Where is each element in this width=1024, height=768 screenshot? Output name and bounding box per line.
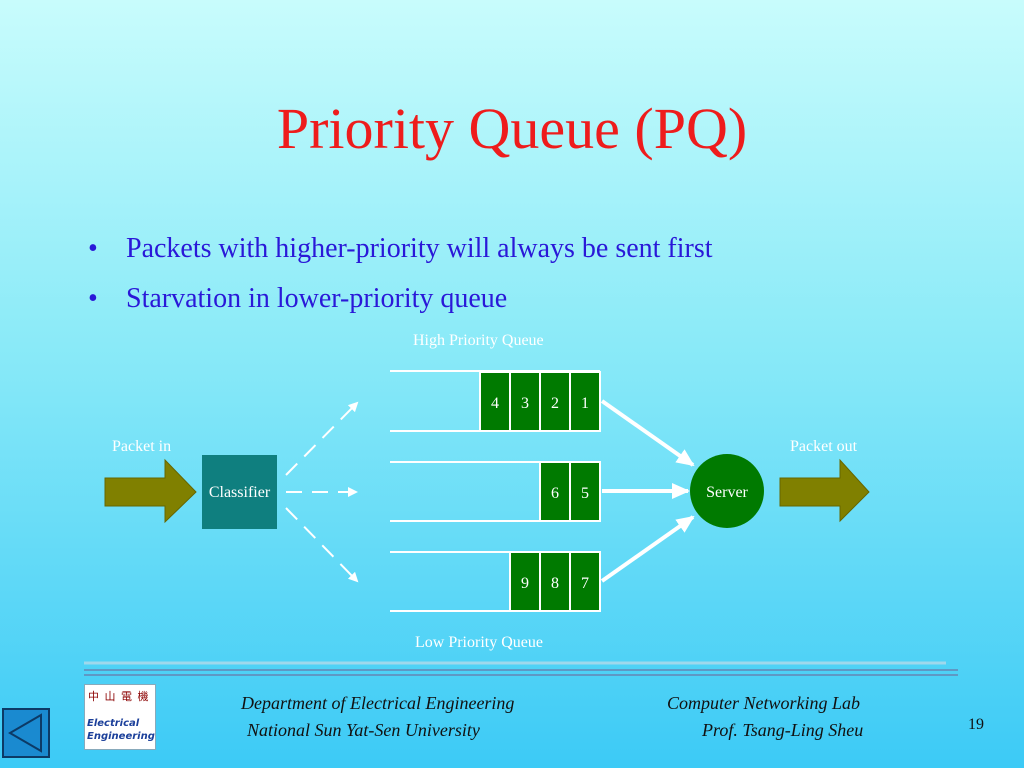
packet-number: 3 (521, 395, 529, 412)
packet-number: 8 (551, 575, 559, 592)
classifier-label: Classifier (209, 484, 271, 501)
packet-cell (479, 371, 511, 432)
footer-department: Department of Electrical Engineering (241, 693, 515, 713)
left-triangle-icon (8, 713, 42, 753)
classifier-to-low-arrow (285, 507, 359, 583)
logo-word-engineering: Engineering (87, 731, 155, 742)
queued-packets: 4 3 2 1 6 5 9 8 7 (479, 371, 601, 612)
packet-number: 1 (581, 395, 589, 412)
server-label: Server (706, 484, 748, 501)
classifier-box (202, 455, 277, 529)
packet-cell (509, 551, 541, 612)
previous-slide-button[interactable] (2, 708, 50, 758)
server-node (690, 454, 764, 528)
footer-divider (84, 661, 958, 676)
logo-chinese-text: 中 山 電 機 (88, 690, 150, 703)
packet-out-arrow-icon (779, 458, 870, 523)
bullet-item: Starvation in lower-priority queue (88, 282, 713, 316)
bullet-list: Packets with higher-priority will always… (88, 232, 713, 332)
low-priority-queue-label: Low Priority Queue (415, 634, 543, 651)
high-priority-queue-label: High Priority Queue (413, 332, 544, 349)
low-to-server-arrow (600, 515, 695, 583)
packet-cell (569, 551, 601, 612)
packet-number: 7 (581, 575, 589, 592)
classifier-to-high-arrow (285, 401, 359, 476)
packet-number: 4 (491, 395, 499, 412)
packet-cell (569, 461, 601, 522)
page-number: 19 (968, 716, 984, 733)
packet-number: 5 (581, 485, 589, 502)
logo-word-electrical: Electrical (87, 718, 140, 729)
packet-number: 9 (521, 575, 529, 592)
packet-out-label: Packet out (790, 438, 858, 455)
department-logo: 中 山 電 機 Electrical Engineering (84, 684, 156, 750)
footer-professor: Prof. Tsang-Ling Sheu (702, 720, 864, 740)
packet-number: 2 (551, 395, 559, 412)
footer-university: National Sun Yat-Sen University (247, 720, 480, 740)
high-to-server-arrow (600, 399, 695, 467)
packet-cell (509, 371, 541, 432)
bullet-item: Packets with higher-priority will always… (88, 232, 713, 266)
packet-cell (569, 371, 601, 432)
footer-lab: Computer Networking Lab (667, 693, 861, 713)
packet-cell (539, 461, 571, 522)
slide-title: Priority Queue (PQ) (276, 96, 748, 161)
packet-in-label: Packet in (112, 438, 172, 455)
packet-in-arrow-icon (104, 458, 197, 524)
packet-cell (539, 371, 571, 432)
packet-number: 6 (551, 485, 559, 502)
